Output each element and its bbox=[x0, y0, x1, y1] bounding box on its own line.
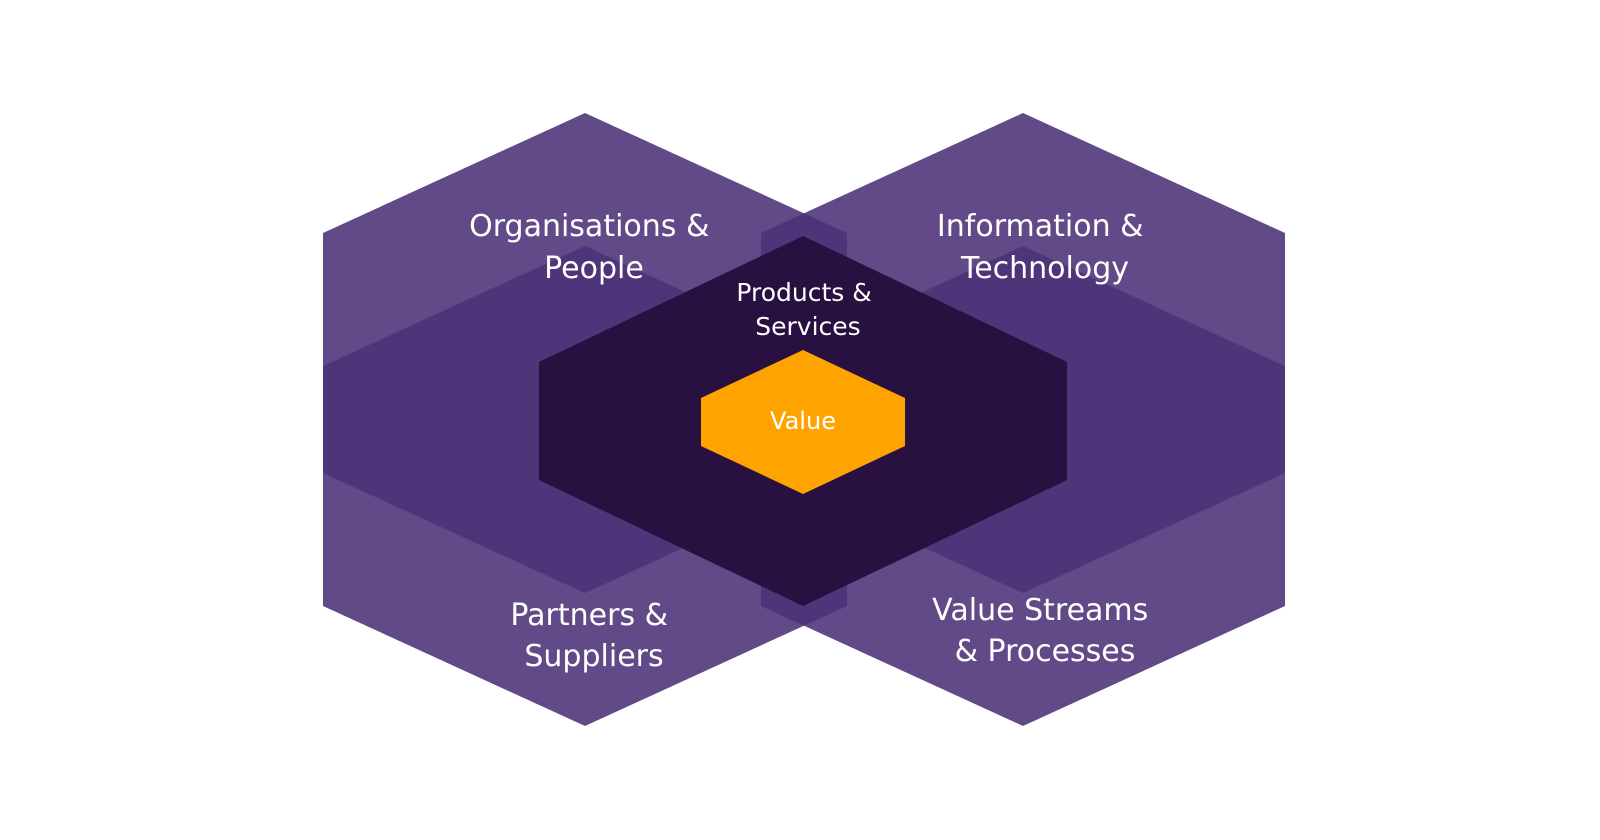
hexagon-value bbox=[701, 350, 905, 494]
label-value: Value bbox=[770, 407, 836, 435]
label-information-technology: Information & Technology bbox=[937, 209, 1153, 286]
label-products-services: Products & Services bbox=[736, 278, 879, 341]
label-partners-suppliers: Partners & Suppliers bbox=[510, 598, 677, 674]
label-value-streams-processes: Value Streams & Processes bbox=[932, 593, 1158, 669]
label-organisations-people: Organisations & People bbox=[469, 209, 719, 286]
